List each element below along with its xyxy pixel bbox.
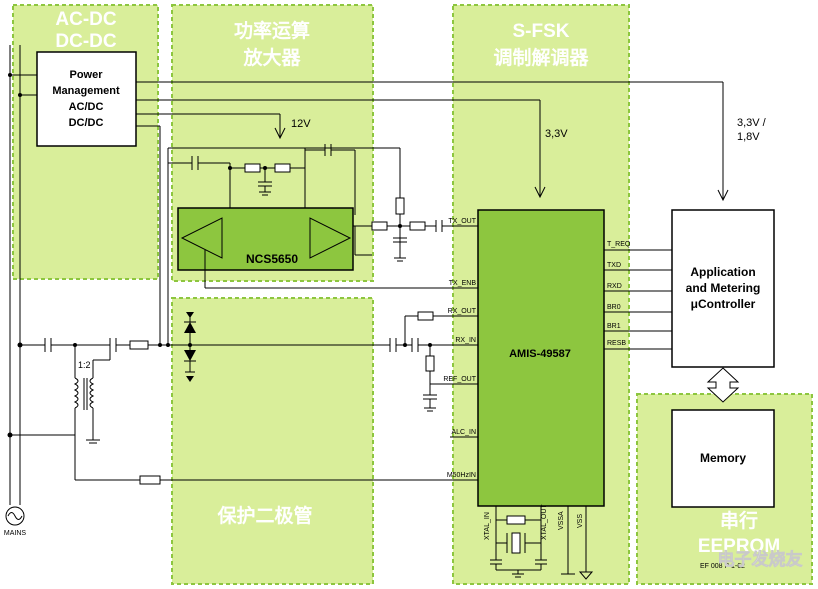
voltage-3v3-1v8-line2: 1,8V	[737, 131, 760, 143]
pin-ref-out: REF_OUT	[443, 376, 476, 383]
pin-vssa: VSSA	[558, 511, 565, 530]
amis-49587-label: AMIS-49587	[509, 348, 571, 360]
pm-line-3: AC/DC	[69, 101, 104, 113]
pm-line-2: Management	[52, 85, 120, 97]
pin-xtal-out: XTAL_OUT	[541, 504, 548, 540]
pin-rxd: RXD	[607, 283, 622, 290]
title-eeprom-1: 串行	[720, 509, 758, 532]
pin-rx-out: RX_OUT	[448, 308, 477, 315]
controller-line-3: μController	[691, 297, 756, 311]
region-protection	[171, 297, 374, 585]
title-eeprom-2: EEPROM	[698, 536, 780, 557]
mains-icon	[5, 506, 25, 526]
pin-vss: VSS	[577, 514, 584, 528]
pin-br1: BR1	[607, 323, 621, 330]
controller-line-1: Application	[690, 265, 755, 279]
pin-alc-in: ALC_IN	[451, 429, 476, 436]
title-protection: 保护二极管	[216, 504, 312, 527]
figure-id: EF 008 P 1-62	[700, 563, 745, 570]
title-sfsk-1: S-FSK	[513, 21, 570, 42]
pin-tx-enb: TX_ENB	[449, 280, 477, 287]
mains-label: MAINS	[4, 530, 27, 537]
watermark: 电子发烧友	[718, 549, 803, 569]
pm-line-4: DC/DC	[69, 117, 104, 129]
controller-line-2: and Metering	[686, 281, 761, 295]
voltage-3v3-1v8-line1: 3,3V /	[737, 117, 767, 129]
bus-arrow-icon	[706, 367, 740, 403]
title-sfsk-2: 调制解调器	[493, 46, 589, 69]
title-acdc-1: AC-DC	[55, 9, 116, 30]
title-acdc-2: DC-DC	[55, 31, 116, 52]
pin-rx-in: RX_IN	[455, 337, 476, 344]
pin-t-req: T_REQ	[607, 241, 631, 248]
title-opamp-2: 放大器	[242, 46, 301, 69]
amis-49587-chip	[477, 209, 605, 507]
pm-line-1: Power	[69, 69, 103, 81]
transformer-ratio: 1:2	[78, 360, 91, 370]
pin-tx-out: TX_OUT	[448, 218, 476, 225]
memory-box	[671, 409, 775, 508]
pin-br0: BR0	[607, 304, 621, 311]
voltage-12v: 12V	[291, 118, 311, 130]
pin-resb: RESB	[607, 340, 626, 347]
power-management-box	[36, 51, 137, 147]
title-opamp-1: 功率运算	[234, 19, 310, 42]
pin-m50hzin: M50HzIN	[447, 472, 476, 479]
pin-txd: TXD	[607, 262, 621, 269]
voltage-3v3: 3,3V	[545, 128, 568, 140]
pin-xtal-in: XTAL_IN	[484, 512, 491, 540]
microcontroller-box	[671, 209, 775, 368]
memory-label: Memory	[700, 451, 746, 465]
ncs5650-label: NCS5650	[246, 252, 298, 266]
